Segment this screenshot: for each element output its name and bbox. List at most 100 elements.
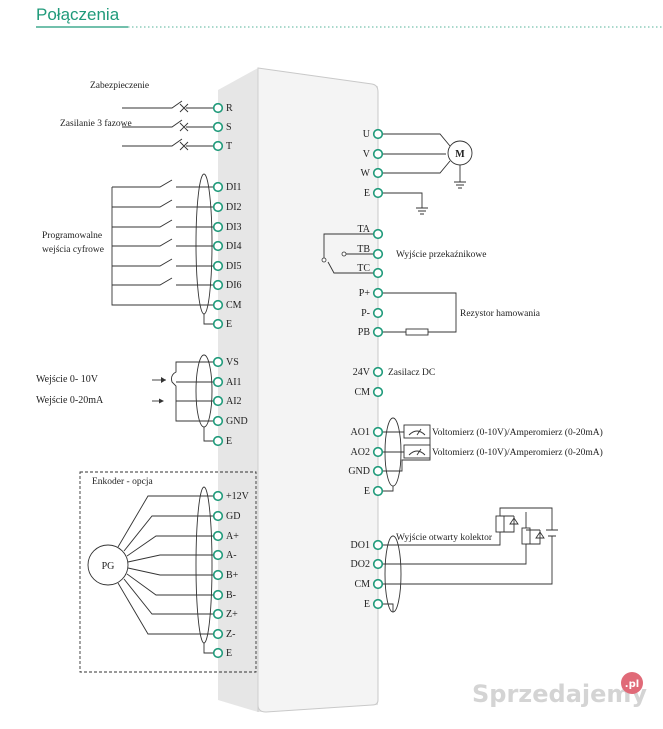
pin-label-w: W xyxy=(361,168,371,179)
digital-inputs-section: Programowalne wejścia cyfrowe DI1 DI2 DI… xyxy=(42,173,242,330)
cable-shield-digital xyxy=(195,173,213,315)
terminal-gnd-ao xyxy=(372,465,384,477)
terminal-p-minus xyxy=(372,307,384,319)
terminal-di1 xyxy=(212,181,224,193)
pin-label-24v: 24V xyxy=(353,367,371,378)
pin-label-t: T xyxy=(226,141,232,152)
terminal-di2 xyxy=(212,201,224,213)
terminal-e-analog xyxy=(212,435,224,447)
terminal-s xyxy=(212,121,224,133)
terminal-tb xyxy=(372,248,384,260)
pin-label-p-minus: P- xyxy=(361,308,370,319)
three-phase-supply-label: Zasilanie 3 fazowe xyxy=(60,118,132,129)
encoder-section: Enkoder - opcja PG +12V GD A+ A- B+ B- Z… xyxy=(79,471,257,673)
meter-1-label: Voltomierz (0-10V)/Amperomierz (0-20mA) xyxy=(432,427,603,438)
voltage-input-label: Wejście 0- 10V xyxy=(36,374,99,385)
pin-label-u: U xyxy=(363,129,371,140)
pin-label-cm-supply: CM xyxy=(354,387,370,398)
pin-label-s: S xyxy=(226,122,232,133)
terminal-e-encoder xyxy=(212,647,224,659)
terminal-24v xyxy=(372,366,384,378)
terminal-b-minus xyxy=(212,589,224,601)
terminal-p-plus xyxy=(372,287,384,299)
pin-label-gnd: GND xyxy=(226,416,248,427)
terminal-cm-supply xyxy=(372,386,384,398)
open-collector-label: Wyjście otwarty kolektor xyxy=(396,533,493,543)
pin-label-e-analog: E xyxy=(226,436,232,447)
pin-label-di4: DI4 xyxy=(226,241,242,252)
pin-label-p-plus: P+ xyxy=(359,288,371,299)
pin-label-gnd-ao: GND xyxy=(348,466,370,477)
brake-resistor-label: Rezystor hamowania xyxy=(460,309,541,319)
pin-label-di2: DI2 xyxy=(226,202,242,213)
dc-supply-label: Zasilacz DC xyxy=(388,368,435,378)
relay-output-label: Wyjście przekaźnikowe xyxy=(396,250,486,260)
pin-label-ao2: AO2 xyxy=(351,447,370,458)
terminal-tc xyxy=(372,267,384,279)
pin-label-e-encoder: E xyxy=(226,648,232,659)
terminal-ta xyxy=(372,228,384,240)
pin-label-e-oc: E xyxy=(364,599,370,610)
terminal-ao1 xyxy=(372,426,384,438)
terminal-do1 xyxy=(372,539,384,551)
protection-label: Zabezpieczenie xyxy=(90,81,149,91)
pin-label-pb: PB xyxy=(358,327,371,338)
pin-label-cm-oc: CM xyxy=(354,579,370,590)
terminal-di3 xyxy=(212,221,224,233)
pin-label-do2: DO2 xyxy=(351,559,370,570)
pin-label-gd: GD xyxy=(226,511,240,522)
terminal-z-plus xyxy=(212,608,224,620)
pin-label-b-minus: B- xyxy=(226,590,236,601)
terminal-r xyxy=(212,102,224,114)
pin-label-di6: DI6 xyxy=(226,280,242,291)
terminal-u xyxy=(372,128,384,140)
cable-shield-analog xyxy=(195,354,213,428)
terminal-w xyxy=(372,167,384,179)
brake-resistor-section: Rezystor hamowania P+ P- PB xyxy=(358,287,541,338)
brake-resistor-symbol xyxy=(405,328,429,336)
analog-inputs-section: Wejście 0- 10V Wejście 0-20mA VS AI1 AI2… xyxy=(36,354,248,447)
pin-label-ai2: AI2 xyxy=(226,396,242,407)
pin-label-ai1: AI1 xyxy=(226,377,242,388)
pin-label-a-minus: A- xyxy=(226,550,237,561)
terminal-e-ao xyxy=(372,485,384,497)
pin-label-cm: CM xyxy=(226,300,242,311)
pin-label-ao1: AO1 xyxy=(351,427,370,438)
terminal-ao2 xyxy=(372,446,384,458)
relay-output-section: Wyjście przekaźnikowe TA TB TC xyxy=(321,224,486,279)
watermark-text: Sprzedajemy xyxy=(472,680,647,708)
terminal-pb xyxy=(372,326,384,338)
current-input-label: Wejście 0-20mA xyxy=(36,395,104,406)
cable-shield-encoder xyxy=(195,486,213,644)
terminal-plus12v xyxy=(212,490,224,502)
terminal-e-motor xyxy=(372,187,384,199)
pin-label-a-plus: A+ xyxy=(226,531,239,542)
cable-shield-oc xyxy=(384,535,402,613)
watermark: Sprzedajemy .pl xyxy=(472,672,647,708)
terminal-di6 xyxy=(212,279,224,291)
terminal-cm-oc xyxy=(372,578,384,590)
pg-label: PG xyxy=(102,561,115,572)
terminal-di4 xyxy=(212,240,224,252)
pin-label-z-plus: Z+ xyxy=(226,609,238,620)
watermark-badge xyxy=(621,672,643,694)
watermark-badge-text: .pl xyxy=(625,679,639,690)
encoder-option-box xyxy=(79,471,257,673)
pin-label-e-digital: E xyxy=(226,319,232,330)
terminal-cm xyxy=(212,299,224,311)
programmable-inputs-label-1: Programowalne xyxy=(42,231,102,241)
terminal-v xyxy=(372,148,384,160)
pin-label-tc: TC xyxy=(357,263,370,274)
pin-label-di1: DI1 xyxy=(226,182,242,193)
page-title: Połączenia xyxy=(36,5,120,24)
terminal-ai1 xyxy=(212,376,224,388)
encoder-option-label: Enkoder - opcja xyxy=(92,477,153,487)
inverter-unit xyxy=(218,67,379,713)
terminal-di5 xyxy=(212,260,224,272)
pin-label-do1: DO1 xyxy=(351,540,370,551)
pin-label-di3: DI3 xyxy=(226,222,242,233)
terminal-gd xyxy=(212,510,224,522)
analog-outputs-section: Voltomierz (0-10V)/Amperomierz (0-20mA) … xyxy=(348,417,603,497)
terminal-e-oc xyxy=(372,598,384,610)
